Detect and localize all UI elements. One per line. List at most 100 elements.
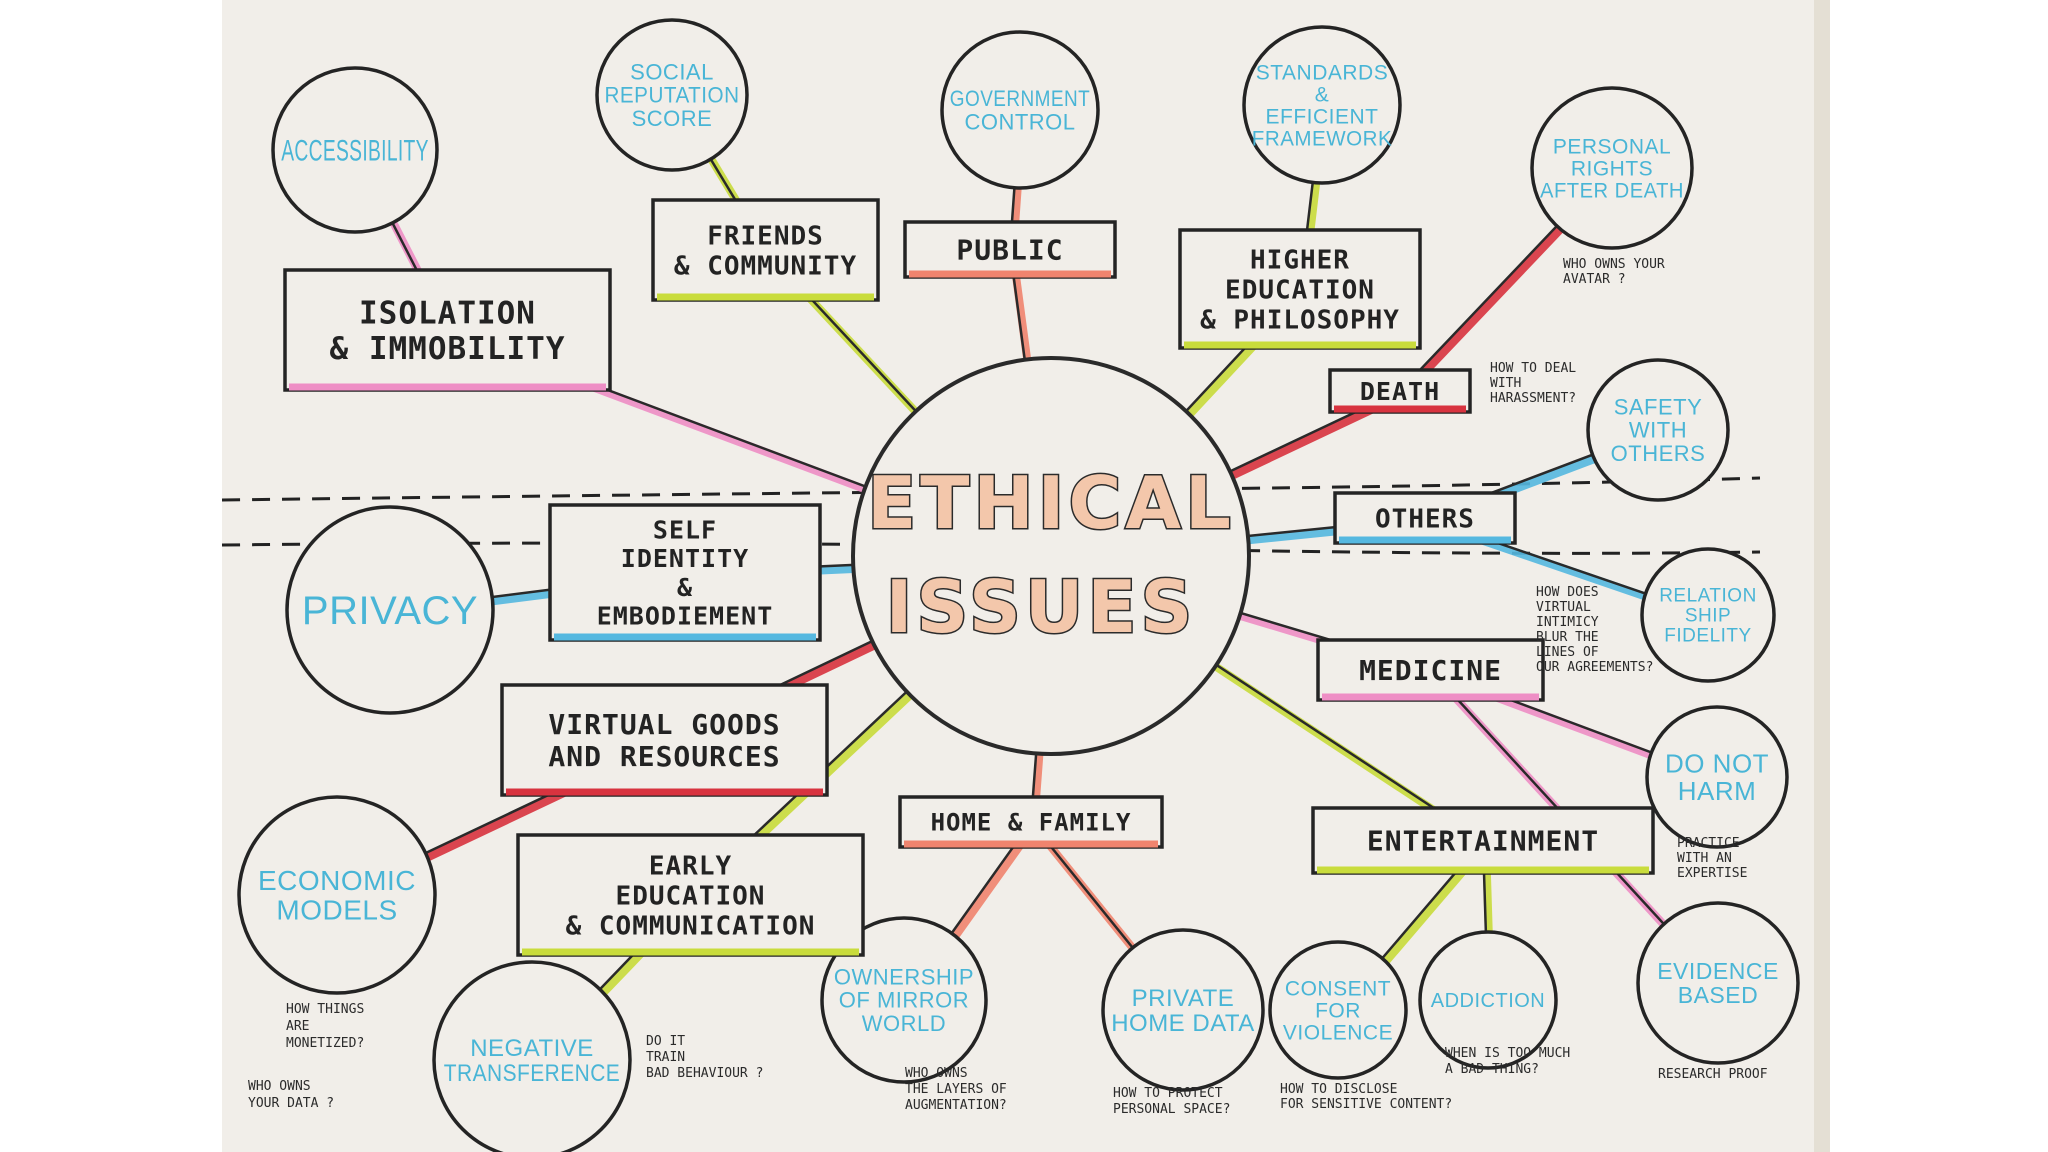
bubble-economic-label: MODELS xyxy=(276,895,397,926)
node-medicine-box xyxy=(1316,638,1545,702)
node-early-ed-label: EARLY xyxy=(649,851,732,881)
bubble-gov-control-circle xyxy=(940,30,1100,190)
node-early-ed-label: & COMMUNICATION xyxy=(566,911,816,941)
bubble-mirror-label: OF MIRROR xyxy=(839,988,969,1013)
bubble-standards-circle xyxy=(1242,25,1402,185)
note-intimacy-text: LINES OF xyxy=(1536,645,1599,660)
bubble-economic-circle xyxy=(237,795,437,995)
node-self-identity-label: SELF xyxy=(653,515,717,544)
note-train-text: BAD BEHAVIOUR ? xyxy=(646,1066,763,1081)
node-higher-ed-label: & PHILOSOPHY xyxy=(1200,305,1400,335)
bubble-personal-rights-label: RIGHTS xyxy=(1571,157,1653,180)
node-isolation: ISOLATION& IMMOBILITY xyxy=(283,268,612,392)
bubble-mirror-label: WORLD xyxy=(862,1011,946,1036)
note-intimacy-text: BLUR THE xyxy=(1536,630,1599,645)
bubble-economic-label: ECONOMIC xyxy=(258,865,416,896)
node-death: DEATH xyxy=(1328,368,1472,414)
note-harassment-text: WITH xyxy=(1490,376,1521,391)
note-intimacy-text: INTIMICY xyxy=(1536,615,1599,630)
note-monetized-text: MONETIZED? xyxy=(286,1036,364,1051)
note-your-data-text: YOUR DATA ? xyxy=(248,1096,334,1111)
bubble-standards-label: FRAMEWORK xyxy=(1252,127,1392,150)
bubble-evidence-circle xyxy=(1636,901,1800,1065)
note-personal-space-text: HOW TO PROTECT xyxy=(1113,1086,1223,1101)
bubble-safety-label: OTHERS xyxy=(1611,441,1706,466)
bubble-social-rep-circle xyxy=(595,18,749,172)
bubble-gov-control-label: CONTROL xyxy=(964,109,1075,134)
bubble-private-home-label: HOME DATA xyxy=(1111,1010,1255,1037)
bubble-do-not-harm-label: DO NOT xyxy=(1665,748,1769,778)
note-layers-text: THE LAYERS OF xyxy=(905,1082,1007,1097)
note-expertise-text: EXPERTISE xyxy=(1677,866,1747,881)
bubble-safety-label: WITH xyxy=(1629,418,1687,443)
note-harassment-text: HARASSMENT? xyxy=(1490,391,1576,406)
bubble-addiction-label: ADDICTION xyxy=(1431,990,1546,1012)
bubble-gov-control-label: GOVERNMENT xyxy=(950,86,1090,111)
note-expertise-text: PRACTICE xyxy=(1677,836,1740,851)
bubble-evidence-label: BASED xyxy=(1678,982,1758,1008)
note-train-text: TRAIN xyxy=(646,1050,685,1065)
node-self-identity-label: IDENTITY xyxy=(621,544,749,573)
node-friends-label: & COMMUNITY xyxy=(674,251,857,281)
bubble-consent-label: CONSENT xyxy=(1285,977,1391,1000)
bubble-privacy: PRIVACY xyxy=(285,505,495,715)
node-self-identity-label: & xyxy=(677,573,693,602)
note-monetized-text: ARE xyxy=(286,1019,309,1034)
node-isolation-label: ISOLATION xyxy=(359,295,536,331)
bubble-do-not-harm-circle xyxy=(1645,705,1789,849)
note-your-data: WHO OWNS YOUR DATA ? xyxy=(248,1079,334,1111)
node-friends-box xyxy=(651,198,880,302)
note-intimacy-text: VIRTUAL xyxy=(1536,600,1591,615)
note-research-text: RESEARCH PROOF xyxy=(1658,1067,1768,1082)
bubble-mirror-label: OWNERSHIP xyxy=(834,965,974,990)
center-topic: ETHICAL ISSUES xyxy=(851,356,1251,756)
node-isolation-box xyxy=(283,268,612,392)
node-isolation-label: & IMMOBILITY xyxy=(330,331,566,367)
node-home-family-box xyxy=(898,795,1164,849)
node-home-family: HOME & FAMILY xyxy=(898,795,1164,849)
node-public-label: PUBLIC xyxy=(956,234,1063,267)
bubble-social-rep-label: SCORE xyxy=(632,106,713,131)
node-virtual-goods-label: VIRTUAL GOODS xyxy=(548,708,780,741)
bubble-negative-circle xyxy=(432,960,632,1152)
bubble-private-home-label: PRIVATE xyxy=(1132,985,1235,1012)
bubble-safety-circle xyxy=(1586,358,1730,502)
bubble-negative-label: TRANSFERENCE xyxy=(444,1060,620,1087)
node-early-ed-box xyxy=(516,833,865,957)
note-monetized-text: HOW THINGS xyxy=(286,1002,364,1017)
bubble-accessibility-circle xyxy=(271,66,439,234)
bubble-personal-rights-label: PERSONAL xyxy=(1553,135,1671,158)
center-title-line1: ETHICAL xyxy=(867,461,1235,545)
node-higher-ed-label: EDUCATION xyxy=(1225,275,1375,305)
bubble-mirror-circle xyxy=(820,916,988,1084)
bubble-addiction-circle xyxy=(1418,930,1558,1070)
center-title-line2: ISSUES xyxy=(886,565,1197,649)
bubble-standards-label: STANDARDS xyxy=(1256,61,1388,84)
center-circle xyxy=(851,356,1251,756)
note-intimacy-text: HOW DOES xyxy=(1536,585,1599,600)
note-your-data-text: WHO OWNS xyxy=(248,1079,311,1094)
bubble-private-home-circle xyxy=(1101,928,1265,1092)
bubble-social-rep-label: REPUTATION xyxy=(605,83,740,108)
node-virtual-goods-label: AND RESOURCES xyxy=(548,740,780,773)
node-others-label: OTHERS xyxy=(1375,504,1475,534)
bubble-consent-label: FOR xyxy=(1315,999,1361,1022)
note-research: RESEARCH PROOF xyxy=(1658,1067,1768,1082)
note-personal-space-text: PERSONAL SPACE? xyxy=(1113,1102,1230,1117)
